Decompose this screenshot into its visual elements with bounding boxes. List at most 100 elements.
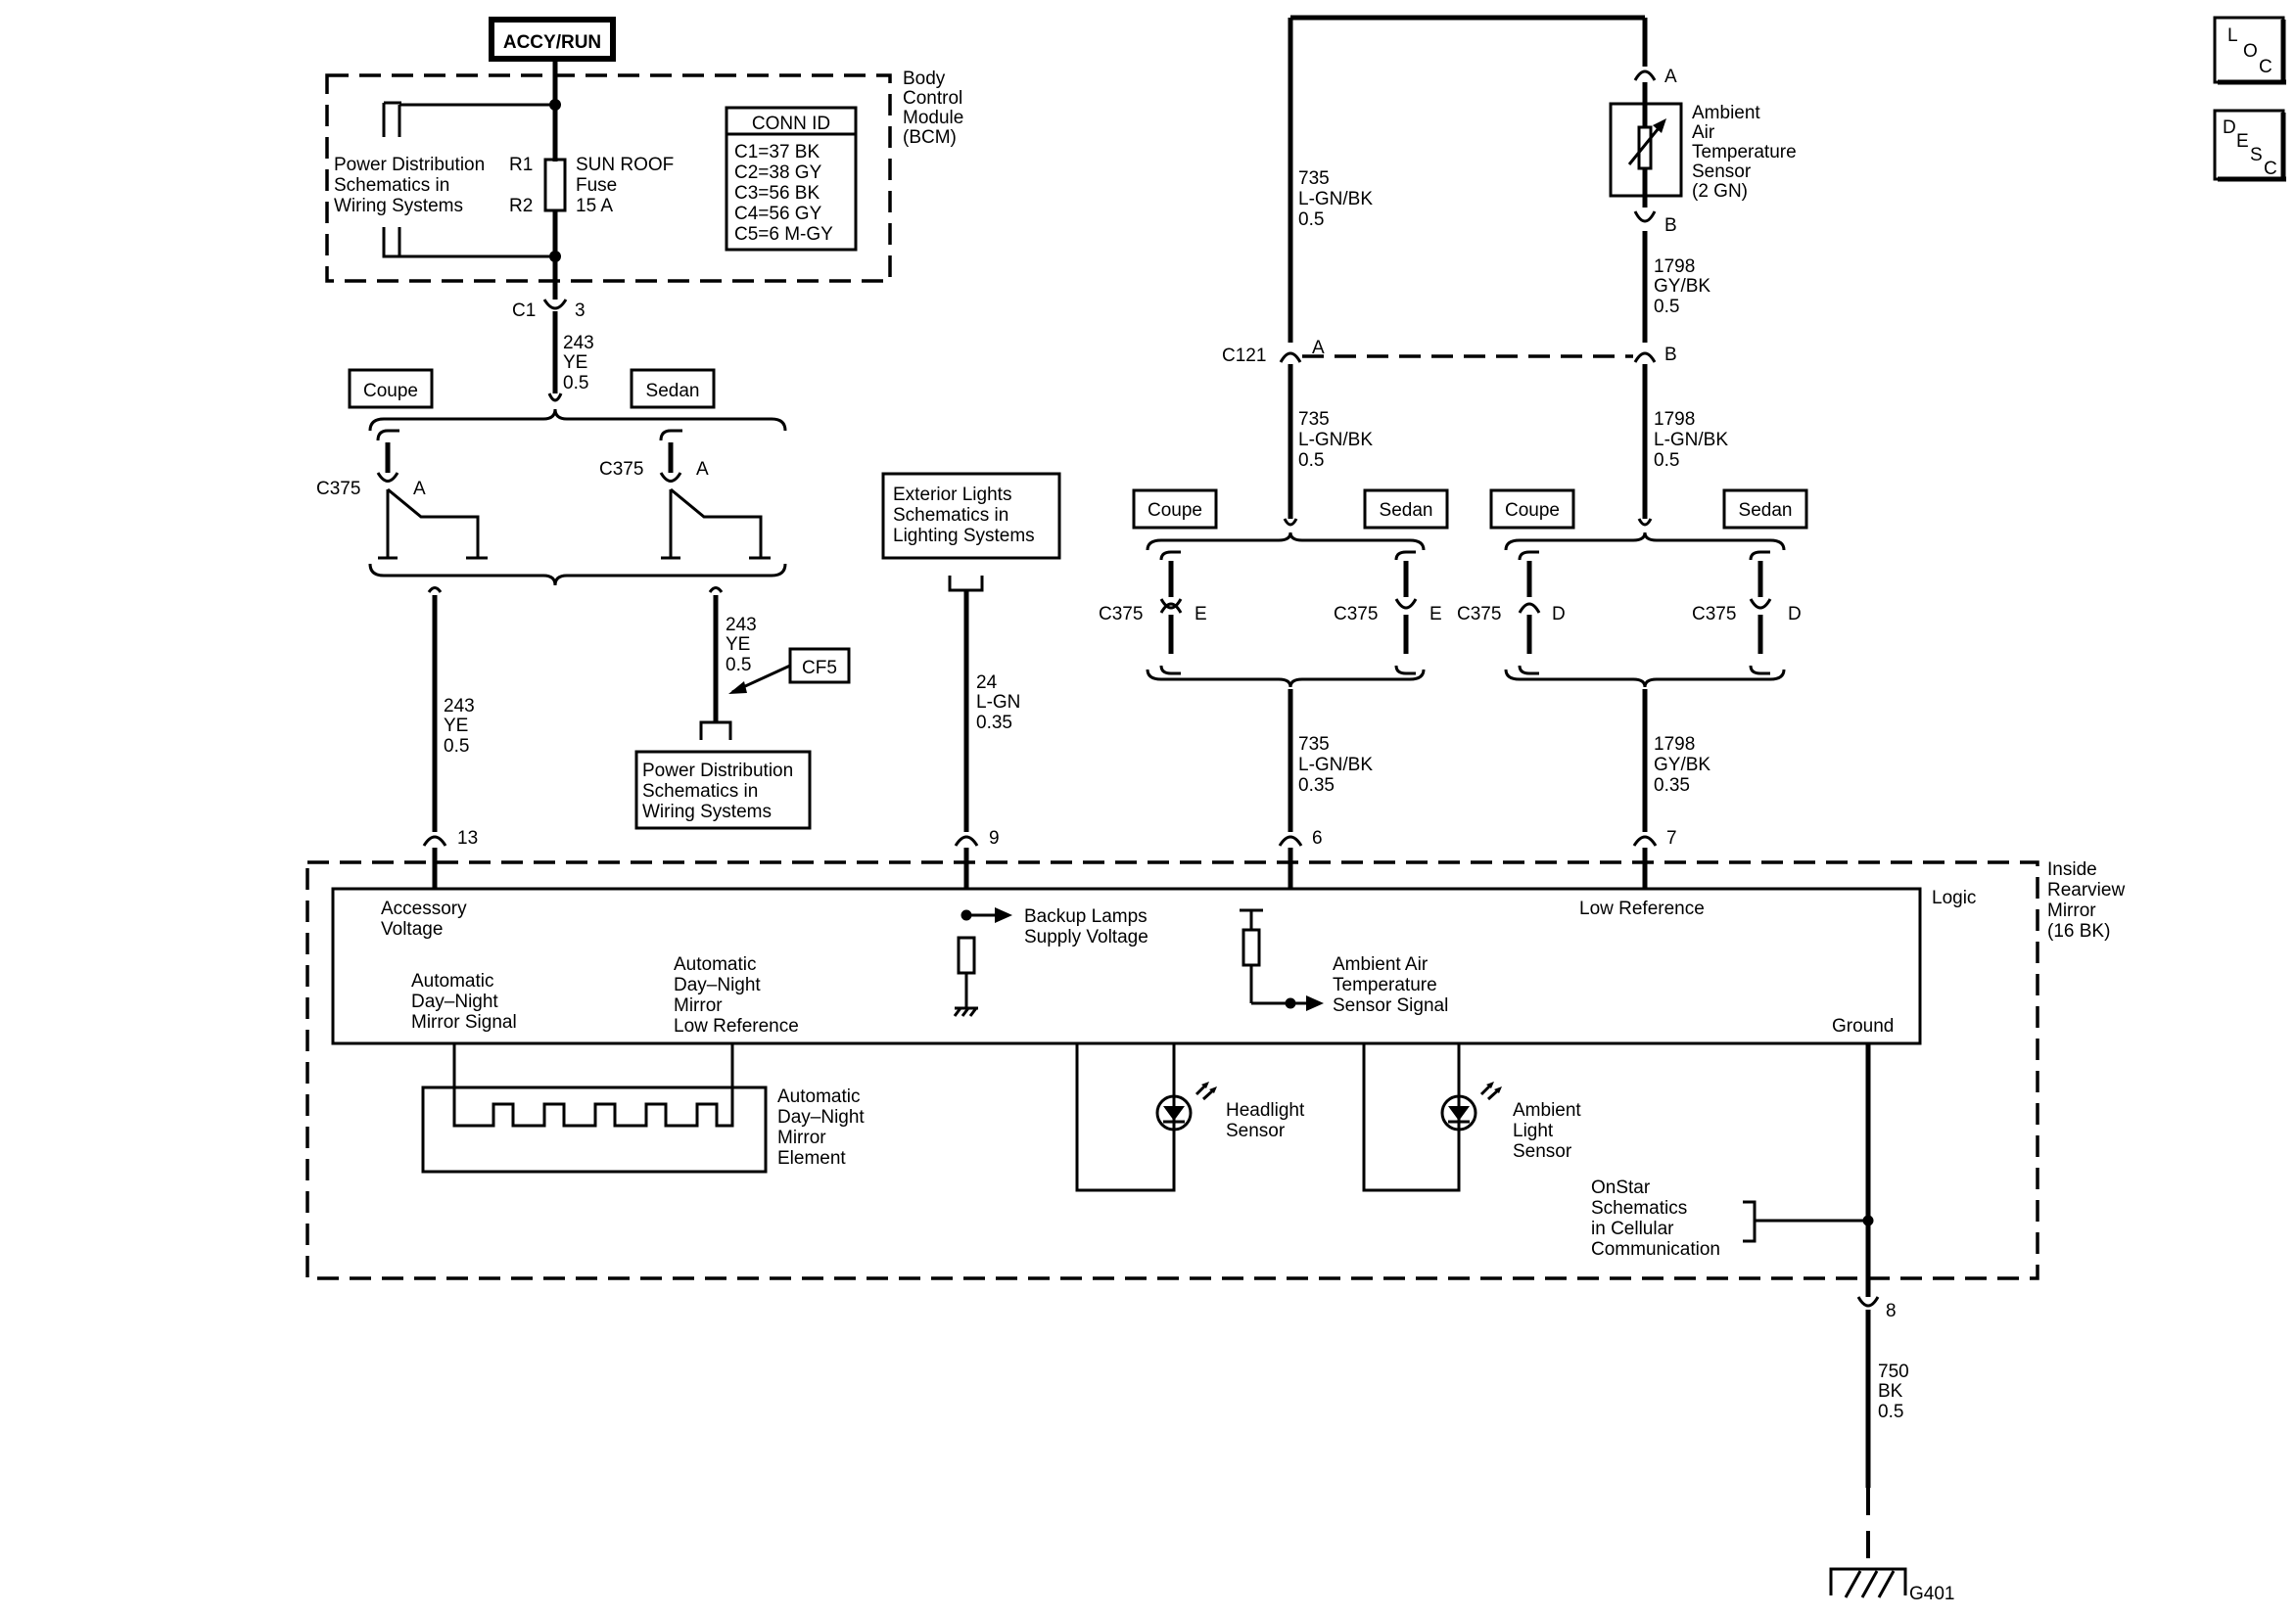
svg-text:Mirror: Mirror: [674, 995, 723, 1016]
svg-text:6: 6: [1312, 828, 1323, 849]
svg-text:Sensor: Sensor: [1226, 1121, 1286, 1141]
svg-text:Day–Night: Day–Night: [777, 1107, 865, 1128]
svg-text:15 A: 15 A: [576, 196, 613, 216]
sensor-pin-b: B: [1664, 215, 1677, 236]
ambient-light-sensor-label: Ambient Light Sensor: [1513, 1100, 1581, 1162]
svg-text:0.5: 0.5: [726, 655, 751, 675]
svg-text:Mirror: Mirror: [2047, 901, 2096, 921]
svg-text:Backup Lamps: Backup Lamps: [1024, 906, 1148, 927]
fuse-r2: R2: [509, 196, 533, 216]
power-dist-ref-box: Power Distribution Schematics in Wiring …: [634, 750, 812, 830]
svg-text:L-GN/BK: L-GN/BK: [1654, 430, 1728, 450]
variant-sedan-e: Sedan: [1363, 488, 1449, 530]
svg-text:Sedan: Sedan: [646, 381, 700, 401]
svg-text:L-GN: L-GN: [976, 692, 1020, 713]
ambient-signal-label: Ambient Air Temperature Sensor Signal: [1333, 954, 1448, 1016]
svg-text:GY/BK: GY/BK: [1654, 755, 1710, 775]
svg-text:243: 243: [563, 333, 594, 353]
headlight-sensor: [1075, 1043, 1217, 1192]
svg-text:Lighting Systems: Lighting Systems: [893, 526, 1035, 546]
svg-text:C1: C1: [512, 300, 536, 321]
svg-text:Ambient Air: Ambient Air: [1333, 954, 1429, 975]
sunroof-fuse-label: SUN ROOF Fuse 15 A: [576, 155, 674, 216]
svg-text:243: 243: [726, 615, 757, 635]
accessory-voltage-label: Accessory Voltage: [381, 899, 467, 940]
svg-text:Module: Module: [903, 108, 963, 128]
svg-text:G401: G401: [1909, 1584, 1954, 1604]
svg-text:Automatic: Automatic: [411, 971, 493, 992]
svg-text:B: B: [1664, 345, 1677, 365]
svg-text:YE: YE: [563, 352, 587, 373]
mirror-pin-8: 8: [1856, 1296, 1897, 1488]
svg-text:Fuse: Fuse: [576, 175, 617, 196]
svg-text:0.5: 0.5: [444, 736, 469, 757]
wire-750-label: 750 BK 0.5: [1878, 1362, 1909, 1422]
svg-text:Schematics in: Schematics in: [893, 505, 1008, 526]
svg-text:in Cellular: in Cellular: [1591, 1219, 1674, 1239]
svg-text:Ambient: Ambient: [1692, 103, 1760, 123]
svg-text:YE: YE: [726, 634, 750, 655]
svg-text:C375: C375: [599, 459, 643, 480]
ground-g401: G401: [1829, 1567, 1954, 1604]
accy-run-label: ACCY/RUN: [489, 17, 616, 62]
desc-badge[interactable]: D E S C: [2213, 109, 2286, 182]
svg-text:E: E: [2236, 131, 2249, 152]
svg-text:Body: Body: [903, 69, 946, 89]
wire-1798-upper-label: 1798 GY/BK 0.5: [1654, 256, 1710, 317]
svg-text:A: A: [413, 479, 426, 499]
svg-text:Power Distribution: Power Distribution: [642, 761, 793, 781]
svg-text:Mirror Signal: Mirror Signal: [411, 1012, 517, 1033]
svg-text:(2 GN): (2 GN): [1692, 181, 1748, 202]
svg-text:Power Distribution: Power Distribution: [334, 155, 485, 175]
svg-text:ACCY/RUN: ACCY/RUN: [503, 32, 601, 53]
mirror-pin-7: 7: [1632, 828, 1677, 889]
svg-text:0.5: 0.5: [1654, 450, 1679, 471]
svg-text:Coupe: Coupe: [1148, 500, 1202, 521]
ambient-light-sensor: [1362, 1043, 1502, 1192]
svg-text:L: L: [2227, 25, 2238, 46]
svg-text:Coupe: Coupe: [1505, 500, 1560, 521]
headlight-sensor-label: Headlight Sensor: [1226, 1100, 1305, 1141]
c375-a-sedan: C375 A: [599, 429, 771, 560]
svg-text:L-GN/BK: L-GN/BK: [1298, 430, 1373, 450]
svg-text:13: 13: [457, 828, 478, 849]
svg-text:O: O: [2243, 41, 2258, 62]
svg-text:Temperature: Temperature: [1333, 975, 1437, 995]
svg-text:D: D: [2223, 117, 2236, 138]
svg-text:0.5: 0.5: [1878, 1402, 1903, 1422]
c375-d-sedan: C375 D: [1692, 550, 1802, 675]
svg-text:L-GN/BK: L-GN/BK: [1298, 755, 1373, 775]
svg-text:YE: YE: [444, 716, 468, 736]
fuse-r1: R1: [509, 155, 533, 175]
sensor-pin-a: A: [1664, 67, 1677, 87]
svg-text:A: A: [696, 459, 709, 480]
svg-text:Mirror: Mirror: [777, 1128, 826, 1148]
svg-text:Sensor: Sensor: [1692, 162, 1752, 182]
svg-text:0.5: 0.5: [1298, 450, 1324, 471]
d-upper-brace: [1504, 531, 1786, 551]
svg-text:Element: Element: [777, 1148, 846, 1169]
loc-badge[interactable]: L O C: [2213, 16, 2286, 85]
e-upper-brace: [1146, 531, 1426, 551]
svg-text:1798: 1798: [1654, 734, 1695, 755]
svg-text:Communication: Communication: [1591, 1239, 1720, 1260]
inside-rearview-mirror: Inside Rearview Mirror (16 BK): [305, 859, 2125, 1280]
auto-dn-lowref-label: Automatic Day–Night Mirror Low Reference: [674, 954, 799, 1037]
bcm-power-dist-ref: Power Distribution Schematics in Wiring …: [334, 155, 485, 216]
svg-text:(16 BK): (16 BK): [2047, 921, 2110, 942]
svg-text:C375: C375: [1692, 604, 1736, 624]
svg-text:C121: C121: [1222, 346, 1266, 366]
svg-text:L-GN/BK: L-GN/BK: [1298, 189, 1373, 209]
svg-text:735: 735: [1298, 168, 1330, 189]
svg-text:C5=6 M-GY: C5=6 M-GY: [734, 224, 833, 245]
svg-text:Sedan: Sedan: [1739, 500, 1793, 521]
svg-text:0.5: 0.5: [1654, 297, 1679, 317]
ground-label: Ground: [1832, 1016, 1894, 1037]
sensor-label: Ambient Air Temperature Sensor (2 GN): [1692, 103, 1797, 202]
svg-text:735: 735: [1298, 409, 1330, 430]
svg-text:C375: C375: [1457, 604, 1501, 624]
upper-brace-left: [368, 408, 787, 432]
svg-text:Supply Voltage: Supply Voltage: [1024, 927, 1148, 947]
c375-e-sedan: C375 E: [1334, 550, 1442, 675]
